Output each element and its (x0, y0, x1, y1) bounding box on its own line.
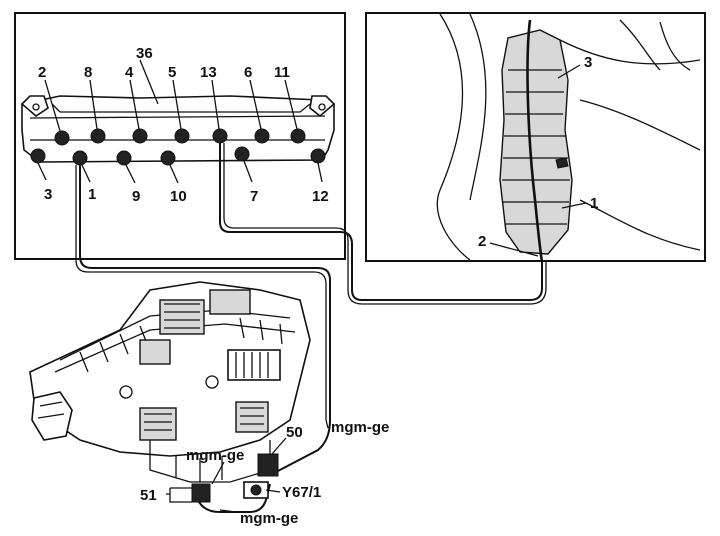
port-12 (310, 148, 326, 164)
outlet-right (235, 401, 269, 433)
port-9 (116, 150, 132, 166)
port-2 (54, 130, 70, 146)
knob-2 (119, 385, 133, 399)
tank-ribs (502, 69, 570, 225)
manifold-top-rail (51, 103, 311, 113)
label-6: 6 (244, 64, 252, 81)
port-5 (174, 128, 190, 144)
label-mgm-ge-bottom: mgm-ge (240, 510, 298, 527)
port-3 (30, 148, 46, 164)
port-7 (234, 146, 250, 162)
label-10: 10 (170, 188, 187, 205)
port-4 (132, 128, 148, 144)
label-mgm-ge-left: mgm-ge (186, 447, 244, 464)
label-50: 50 (286, 424, 303, 441)
label-11: 11 (274, 64, 290, 81)
tank-clip (555, 157, 569, 169)
body-contour-inner (469, 13, 487, 201)
label-4: 4 (125, 64, 134, 81)
port-10 (160, 150, 176, 166)
reservoir-tank (499, 29, 573, 255)
label-r3: 3 (584, 54, 592, 71)
manifold-ridge (29, 115, 326, 119)
label-8: 8 (84, 64, 92, 81)
actuator-mid (139, 339, 171, 365)
left-panel: 36 2 8 4 5 13 6 11 3 1 9 10 7 12 (14, 12, 346, 260)
manifold-body (21, 95, 335, 163)
port-11 (290, 128, 306, 144)
component-y67-1 (243, 481, 281, 499)
body-contour-low (579, 199, 701, 251)
knob-1 (205, 375, 219, 389)
label-36: 36 (136, 45, 153, 62)
actuator-top-right (209, 289, 251, 315)
line-13-to-reservoir (219, 143, 543, 301)
line-1-to-50-edge (75, 165, 327, 420)
label-2: 2 (38, 64, 46, 81)
valve-y67-1-port (250, 484, 262, 496)
tank-pipe (526, 19, 544, 263)
valve-51 (191, 483, 211, 503)
manifold-right-tab (309, 95, 336, 118)
right-panel-frame (365, 12, 706, 262)
label-12: 12 (312, 188, 329, 205)
line-13-to-reservoir-edge (223, 143, 547, 305)
line-1-to-50 (79, 165, 331, 473)
component-50 (257, 437, 287, 477)
manifold-left-tab (20, 95, 49, 118)
switchover-valve-50 (257, 453, 279, 477)
vacuum-lines (75, 143, 547, 513)
line-bottom-loop (195, 483, 271, 513)
port-1 (72, 150, 88, 166)
label-r1: 1 (590, 195, 598, 212)
label-3: 3 (44, 186, 52, 203)
port-8 (90, 128, 106, 144)
label-5: 5 (168, 64, 176, 81)
hvac-unit (29, 281, 311, 483)
vent-grill (227, 349, 281, 381)
right-panel: 3 1 2 (365, 12, 706, 263)
body-contour-left (436, 13, 471, 261)
port-13 (212, 128, 228, 144)
port-6 (254, 128, 270, 144)
component-51 (166, 483, 211, 503)
label-mgm-ge-right: mgm-ge (331, 419, 389, 436)
left-panel-frame (14, 12, 346, 260)
mount-hole-right (318, 103, 326, 111)
outlet-left (139, 407, 177, 441)
label-13: 13 (200, 64, 217, 81)
left-leaders (37, 59, 323, 184)
mount-hole-left (32, 103, 40, 111)
upper-ports (54, 128, 306, 146)
label-1: 1 (88, 186, 96, 203)
label-y67-1: Y67/1 (282, 484, 321, 501)
label-9: 9 (132, 188, 140, 205)
body-contour-mid (579, 99, 701, 151)
actuator-top-center (159, 299, 205, 335)
label-51: 51 (140, 487, 157, 504)
label-7: 7 (250, 188, 258, 205)
body-contour-top (559, 39, 701, 65)
label-r2: 2 (478, 233, 486, 250)
